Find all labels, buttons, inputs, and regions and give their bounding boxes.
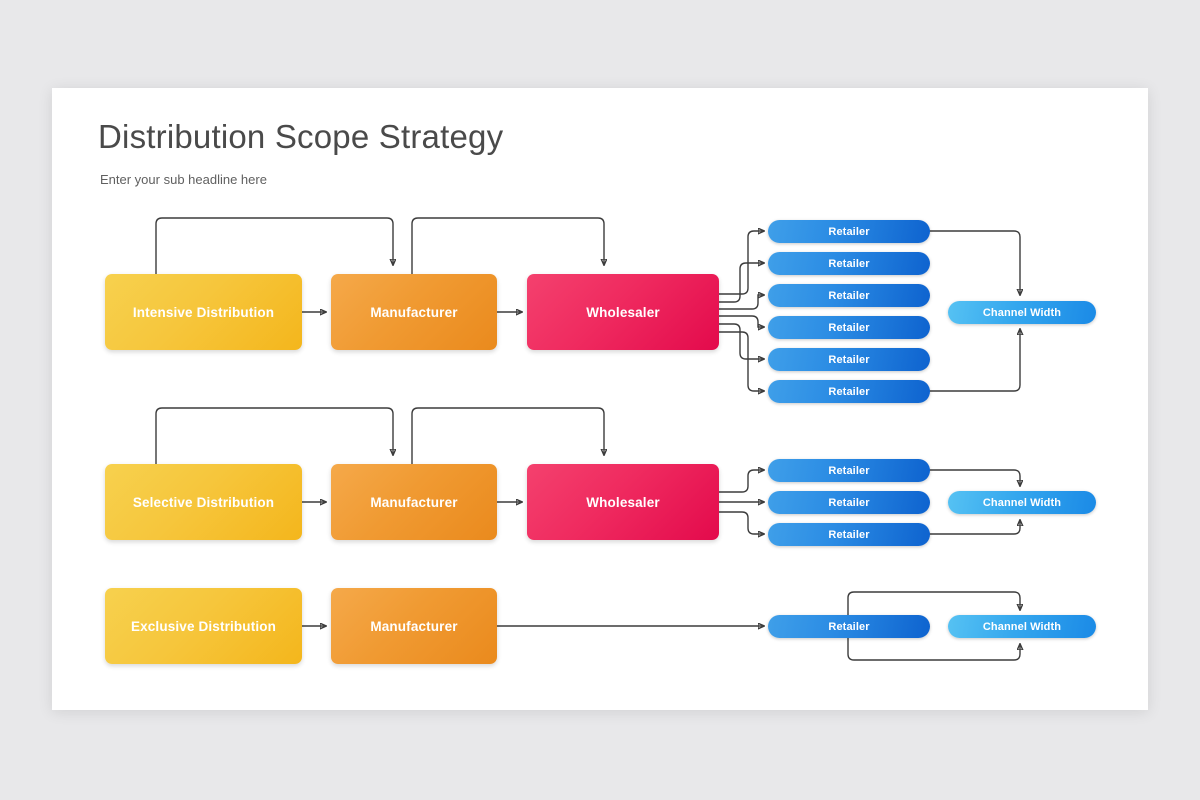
channel-width-label: Channel Width [982, 496, 1062, 509]
retailer-pill[interactable]: Retailer [768, 523, 930, 546]
retailer-pill-label: Retailer [828, 528, 870, 541]
fanout-2-3 [714, 511, 764, 534]
fanout-2-1 [714, 470, 764, 493]
retailer-pill-label: Retailer [828, 464, 870, 477]
retailer-pill-label: Retailer [828, 353, 870, 366]
retailer-pill[interactable]: Retailer [768, 220, 930, 243]
wholesaler-box-intensive[interactable]: Wholesaler [527, 274, 719, 350]
channel-width-label: Channel Width [982, 620, 1062, 633]
retailer-pill-label: Retailer [828, 620, 870, 633]
manufacturer-box-selective[interactable]: Manufacturer [331, 464, 497, 540]
retailer-pill-label: Retailer [828, 289, 870, 302]
wholesaler-box-label: Wholesaler [586, 494, 660, 510]
page-subtitle: Enter your sub headline here [100, 172, 267, 187]
distribution-diagram: Intensive Distribution Manufacturer Whol… [52, 88, 1148, 710]
wholesaler-box-selective[interactable]: Wholesaler [527, 464, 719, 540]
brace-2-top [928, 469, 1020, 486]
channel-width-pill[interactable]: Channel Width [948, 301, 1096, 324]
channel-width-pill[interactable]: Channel Width [948, 615, 1096, 638]
retailer-pill-label: Retailer [828, 385, 870, 398]
manufacturer-box-label: Manufacturer [370, 618, 458, 634]
page-title: Distribution Scope Strategy [98, 118, 504, 155]
retailer-pill[interactable]: Retailer [768, 284, 930, 307]
fanout-1-6 [714, 331, 764, 391]
retailer-pill[interactable]: Retailer [768, 316, 930, 339]
scope-box-label: Exclusive Distribution [130, 618, 277, 634]
retailer-pill-label: Retailer [828, 257, 870, 270]
fanout-1-1 [714, 231, 764, 295]
slide-canvas: Distribution Scope Strategy Enter your s… [52, 88, 1148, 710]
manufacturer-box-label: Manufacturer [370, 304, 458, 320]
manufacturer-box-label: Manufacturer [370, 494, 458, 510]
scope-box-exclusive[interactable]: Exclusive Distribution [105, 588, 302, 664]
manufacturer-box-intensive[interactable]: Manufacturer [331, 274, 497, 350]
retailer-pill-label: Retailer [828, 321, 870, 334]
fanout-1-3 [714, 295, 764, 310]
retailer-pill[interactable]: Retailer [768, 615, 930, 638]
retailer-pill-label: Retailer [828, 225, 870, 238]
brace-1-bottom [928, 329, 1020, 392]
retailer-pill[interactable]: Retailer [768, 491, 930, 514]
scope-box-intensive[interactable]: Intensive Distribution [105, 274, 302, 350]
retailer-pill-label: Retailer [828, 496, 870, 509]
fanout-1-4 [714, 315, 764, 327]
brace-1-top [928, 230, 1020, 295]
channel-width-pill[interactable]: Channel Width [948, 491, 1096, 514]
retailer-pill[interactable]: Retailer [768, 252, 930, 275]
manufacturer-box-exclusive[interactable]: Manufacturer [331, 588, 497, 664]
scope-box-selective[interactable]: Selective Distribution [105, 464, 302, 540]
brace-2-bottom [928, 520, 1020, 535]
retailer-pill[interactable]: Retailer [768, 459, 930, 482]
channel-width-label: Channel Width [982, 306, 1062, 319]
fanout-1-2 [714, 263, 764, 303]
wholesaler-box-label: Wholesaler [586, 304, 660, 320]
scope-box-label: Selective Distribution [132, 494, 275, 510]
retailer-pill[interactable]: Retailer [768, 348, 930, 371]
fanout-1-5 [714, 323, 764, 359]
scope-box-label: Intensive Distribution [132, 304, 275, 320]
retailer-pill[interactable]: Retailer [768, 380, 930, 403]
